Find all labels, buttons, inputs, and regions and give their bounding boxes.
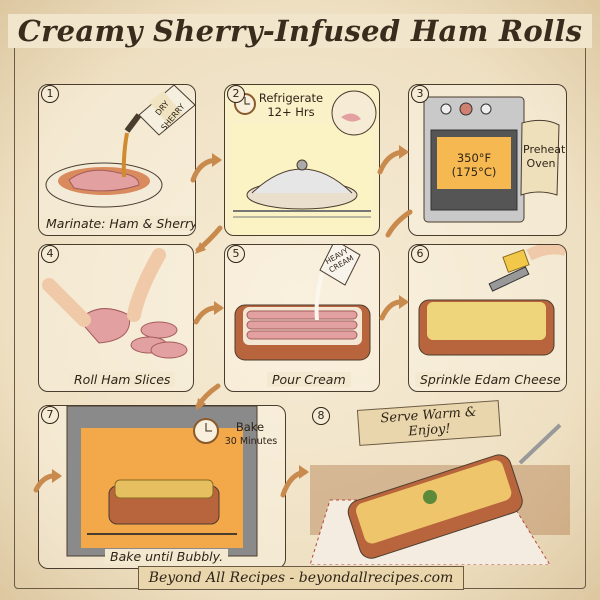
step-number: 7 <box>41 406 59 424</box>
step-number: 1 <box>41 85 59 103</box>
preheat-sign: Preheat Oven <box>523 143 566 170</box>
step-number: 4 <box>41 245 59 263</box>
marinate-illustration <box>45 85 195 208</box>
timer-duration: 30 Minutes <box>224 436 278 447</box>
step-number: 3 <box>411 85 429 103</box>
timer-title: Bake <box>235 420 265 434</box>
step-label: Sprinkle Edam Cheese <box>415 372 566 387</box>
step-label: Bake until Bubbly. <box>105 549 229 564</box>
step-2-panel: 2 Refrigerate 12+ Hrs <box>224 84 380 236</box>
step-3-panel: 3 350°F (175°C) Preheat Oven <box>408 84 567 236</box>
step-label: Pour Cream <box>267 372 351 387</box>
temperature-f: 350°F <box>456 151 492 165</box>
rolling-ham-illustration <box>42 248 188 359</box>
title-text: Creamy Sherry-Infused Ham Rolls <box>7 14 593 48</box>
duration-label: 12+ Hrs <box>267 105 315 119</box>
step-4-panel: 4 Roll Ham Slices <box>38 244 194 392</box>
refrigerate-label: Refrigerate <box>258 91 324 105</box>
temperature-c: (175°C) <box>451 165 497 179</box>
footer-banner[interactable]: Beyond All Recipes - beyondallrecipes.co… <box>138 566 464 590</box>
step-1-panel: 1 DRY SHERRY Marinate: Ham & Sherry <box>38 84 196 236</box>
page-title: Creamy Sherry-Infused Ham Rolls <box>0 14 600 48</box>
oven-illustration <box>423 96 560 223</box>
step-number: 2 <box>227 85 245 103</box>
step-number: 5 <box>227 245 245 263</box>
step-5-panel: 5 HEAVY CREAM Pour Cream <box>224 244 380 392</box>
fridge-illustration <box>233 90 377 235</box>
step-label: Roll Ham Slices <box>69 372 176 387</box>
baking-oven-illustration <box>66 406 258 557</box>
pour-cream-illustration <box>234 245 371 361</box>
step-6-panel: 6 Sprinkle Edam Cheese <box>408 244 567 392</box>
step-7-panel: 7 Bake 30 Minutes Bake until Bubbly. <box>38 405 286 569</box>
arrow-3-4 <box>385 209 413 238</box>
sprinkle-cheese-illustration <box>418 245 566 356</box>
served-dish-illustration <box>310 423 570 565</box>
step-8-panel: 8 Serve Warm & Enjoy! <box>310 400 570 565</box>
step-number: 6 <box>411 245 429 263</box>
step-label: Marinate: Ham & Sherry <box>41 216 195 231</box>
step-number: 8 <box>312 407 330 425</box>
